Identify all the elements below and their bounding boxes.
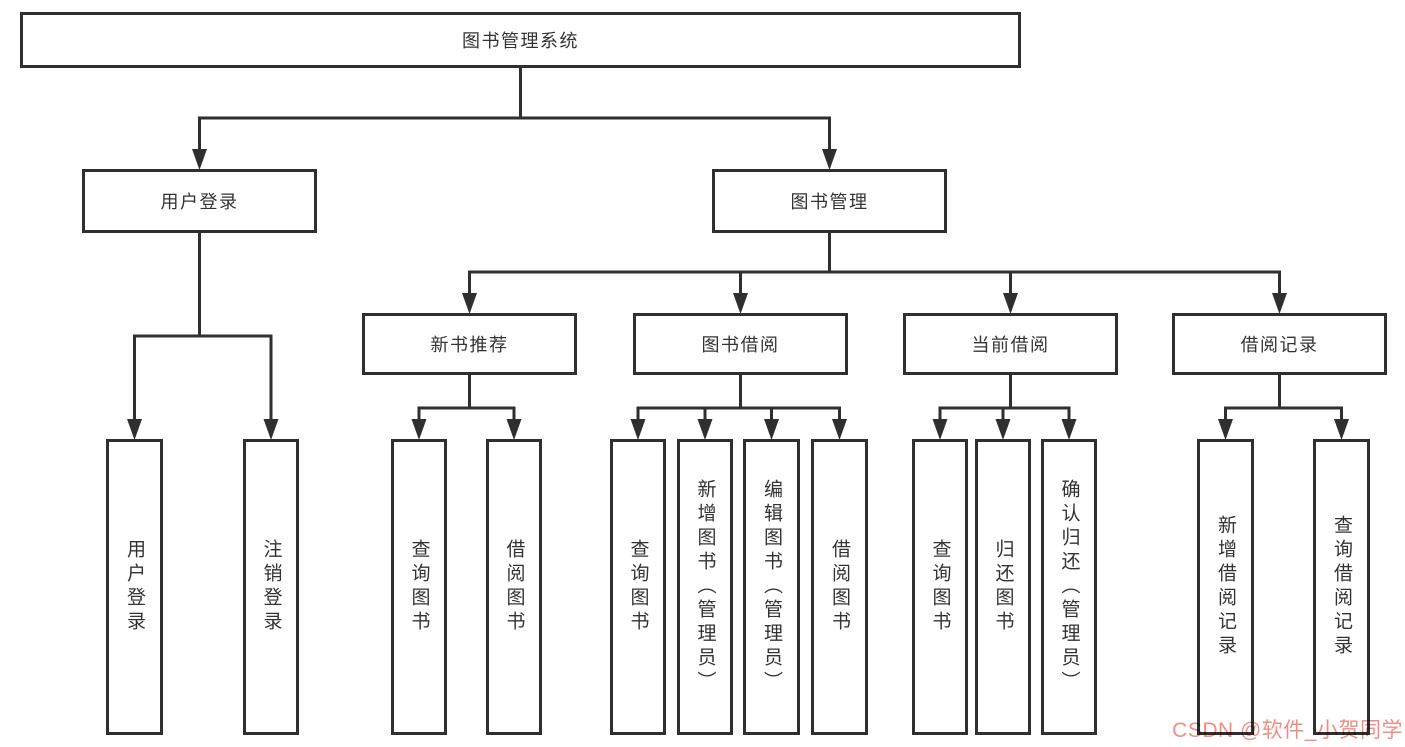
box-label-edit-book-admin: 编辑图书（管理员）	[761, 479, 782, 695]
box-label-confirm-return-admin: 确认归还（管理员）	[1058, 479, 1080, 695]
arrowhead-icon	[462, 293, 477, 314]
watermark: CSDN @软件_小贺同学	[1172, 719, 1403, 742]
box-root: 图书管理系统	[20, 12, 1021, 68]
box-label-root: 图书管理系统	[462, 31, 579, 51]
box-label-return-books: 归还图书	[992, 539, 1014, 635]
box-add-book-admin: 新增图书（管理员）	[677, 439, 733, 735]
box-label-logout-leaf: 注销登录	[260, 539, 282, 635]
box-label-add-borrow-record: 新增借阅记录	[1215, 515, 1236, 659]
box-label-book-mgmt: 图书管理	[790, 192, 869, 212]
box-new-book-rec: 新书推荐	[362, 313, 577, 375]
box-label-new-book-rec: 新书推荐	[430, 335, 509, 355]
arrowhead-icon	[1061, 419, 1077, 440]
box-label-borrow-books-new: 借阅图书	[503, 539, 525, 635]
box-label-current-borrow: 当前借阅	[971, 335, 1050, 355]
box-edit-book-admin: 编辑图书（管理员）	[743, 439, 800, 735]
box-logout-leaf: 注销登录	[243, 439, 299, 735]
arrowhead-icon	[733, 293, 748, 314]
box-borrow-books-new: 借阅图书	[486, 439, 542, 735]
box-label-query-borrow-record: 查询借阅记录	[1331, 515, 1352, 659]
arrowhead-icon	[411, 419, 427, 440]
arrowhead-icon	[995, 419, 1011, 440]
box-label-query-books-current: 查询图书	[929, 539, 951, 635]
box-label-query-books-new: 查询图书	[408, 539, 430, 635]
box-user-login: 用户登录	[82, 169, 317, 233]
box-label-add-book-admin: 新增图书（管理员）	[694, 479, 716, 695]
box-book-mgmt: 图书管理	[712, 169, 947, 233]
arrowhead-icon	[1003, 293, 1018, 314]
arrowhead-icon	[764, 419, 779, 440]
arrowhead-icon	[630, 419, 646, 440]
arrowhead-icon	[192, 149, 207, 170]
box-label-query-books-borrow: 查询图书	[627, 539, 649, 635]
box-book-borrow: 图书借阅	[633, 313, 848, 375]
box-label-book-borrow: 图书借阅	[701, 335, 780, 355]
arrowhead-icon	[1334, 419, 1349, 440]
box-query-books-current: 查询图书	[912, 439, 968, 735]
box-label-borrow-records: 借阅记录	[1240, 335, 1319, 355]
box-label-user-login-leaf: 用户登录	[124, 539, 145, 635]
arrowhead-icon	[506, 419, 522, 440]
arrowhead-icon	[832, 419, 847, 440]
box-borrow-books-2: 借阅图书	[811, 439, 868, 735]
arrowhead-icon	[822, 149, 837, 170]
box-query-books-borrow: 查询图书	[610, 439, 666, 735]
box-label-user-login: 用户登录	[160, 192, 239, 212]
box-return-books: 归还图书	[975, 439, 1031, 735]
box-query-books-new: 查询图书	[391, 439, 447, 735]
box-confirm-return-admin: 确认归还（管理员）	[1041, 439, 1097, 735]
box-borrow-records: 借阅记录	[1172, 313, 1387, 375]
arrowhead-icon	[263, 419, 279, 440]
arrowhead-icon	[932, 419, 948, 440]
box-add-borrow-record: 新增借阅记录	[1197, 439, 1254, 735]
arrowhead-icon	[1272, 293, 1287, 314]
arrowhead-icon	[1218, 419, 1233, 440]
box-query-borrow-record: 查询借阅记录	[1313, 439, 1370, 735]
box-current-borrow: 当前借阅	[903, 313, 1118, 375]
arrowhead-icon	[127, 419, 142, 440]
box-label-borrow-books-2: 借阅图书	[829, 539, 850, 635]
arrowhead-icon	[697, 419, 713, 440]
box-user-login-leaf: 用户登录	[106, 439, 163, 735]
